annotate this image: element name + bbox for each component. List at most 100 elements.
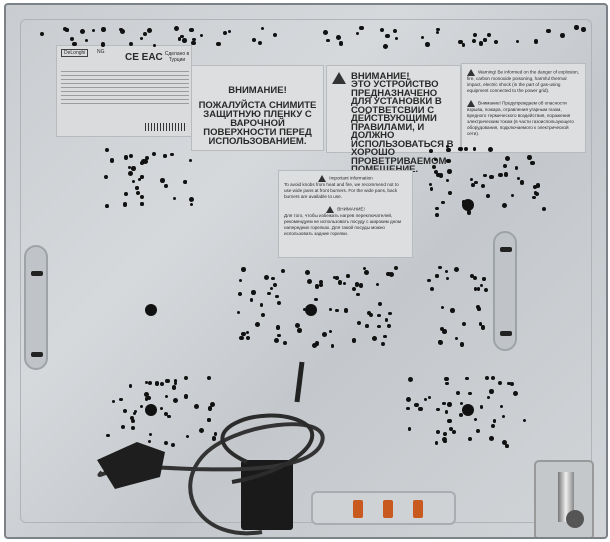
hole	[356, 31, 360, 35]
hole	[388, 311, 393, 316]
hole	[434, 158, 438, 162]
hole	[489, 389, 494, 394]
hole	[478, 322, 483, 326]
hole	[386, 272, 391, 277]
hole	[123, 408, 128, 413]
hole	[489, 174, 495, 180]
hole	[129, 384, 133, 388]
hole	[375, 282, 379, 287]
hole	[501, 415, 505, 419]
hole	[486, 395, 491, 400]
hole	[101, 27, 106, 32]
hole	[487, 33, 491, 38]
hole	[146, 395, 152, 401]
plate-rim	[20, 19, 592, 523]
hole	[513, 391, 519, 396]
hole	[461, 321, 467, 327]
hole	[484, 375, 490, 381]
hob-underside: DeLonghi NG CE EAC Сделано в Турции ВНИМ…	[4, 3, 608, 539]
hole	[445, 382, 449, 386]
hole	[319, 282, 324, 287]
hole	[153, 43, 157, 47]
hole	[189, 28, 194, 33]
hole	[72, 41, 78, 47]
hole	[199, 33, 204, 37]
hole	[440, 326, 445, 332]
hole	[531, 195, 536, 200]
hole	[414, 402, 419, 408]
hole	[173, 379, 178, 383]
hole	[423, 398, 427, 402]
hole	[479, 284, 483, 288]
hole	[480, 183, 486, 189]
hole	[165, 394, 169, 398]
important-info-label: Important information To avoid knobs fro…	[278, 170, 413, 258]
hole	[143, 392, 149, 398]
hole	[429, 187, 434, 191]
hole	[140, 37, 144, 41]
hole	[333, 276, 337, 280]
hole	[483, 174, 487, 178]
burner-hole	[462, 199, 474, 211]
hole	[473, 417, 478, 422]
hole	[434, 441, 439, 445]
hole	[502, 163, 508, 169]
hole	[523, 418, 527, 422]
hole	[180, 34, 184, 39]
hole	[241, 331, 247, 337]
hole	[433, 169, 438, 174]
hole	[272, 283, 277, 287]
hole	[246, 330, 250, 334]
hole	[282, 341, 287, 345]
hole	[478, 41, 484, 46]
hole	[174, 26, 180, 32]
hole	[386, 323, 391, 328]
hole	[505, 155, 511, 161]
hole	[131, 180, 135, 184]
hole	[473, 33, 478, 38]
hole	[446, 147, 451, 153]
hole	[337, 280, 343, 285]
hole	[394, 266, 399, 271]
hole	[206, 376, 211, 381]
hole	[272, 32, 277, 37]
hole	[207, 406, 213, 411]
hole	[480, 325, 486, 330]
hole	[406, 397, 412, 402]
plug	[97, 442, 165, 489]
hole	[302, 308, 306, 312]
hole	[213, 432, 218, 436]
hole	[254, 321, 260, 327]
hole	[297, 327, 302, 333]
hole	[469, 273, 475, 278]
power-cable	[97, 361, 325, 536]
hole	[435, 206, 439, 211]
hole	[139, 160, 144, 165]
hole	[438, 173, 444, 179]
warning-icon	[332, 72, 346, 84]
hole	[189, 203, 193, 207]
hole	[39, 31, 45, 37]
hole	[165, 378, 170, 383]
hole	[453, 266, 459, 272]
hole	[407, 427, 411, 431]
hole	[222, 30, 228, 36]
hole	[164, 183, 168, 188]
hole	[275, 294, 279, 299]
hole	[207, 418, 211, 422]
hole	[170, 442, 176, 447]
hole	[359, 25, 364, 31]
hole	[510, 193, 515, 198]
hole	[459, 341, 465, 347]
hole	[276, 300, 281, 305]
hole	[199, 427, 205, 433]
hole	[364, 270, 369, 276]
hole	[358, 283, 364, 289]
hole	[84, 38, 89, 43]
hole	[128, 41, 133, 46]
hole	[444, 269, 449, 274]
hole	[251, 290, 256, 295]
hole	[392, 28, 397, 34]
hole	[482, 277, 486, 281]
hole	[459, 401, 463, 405]
